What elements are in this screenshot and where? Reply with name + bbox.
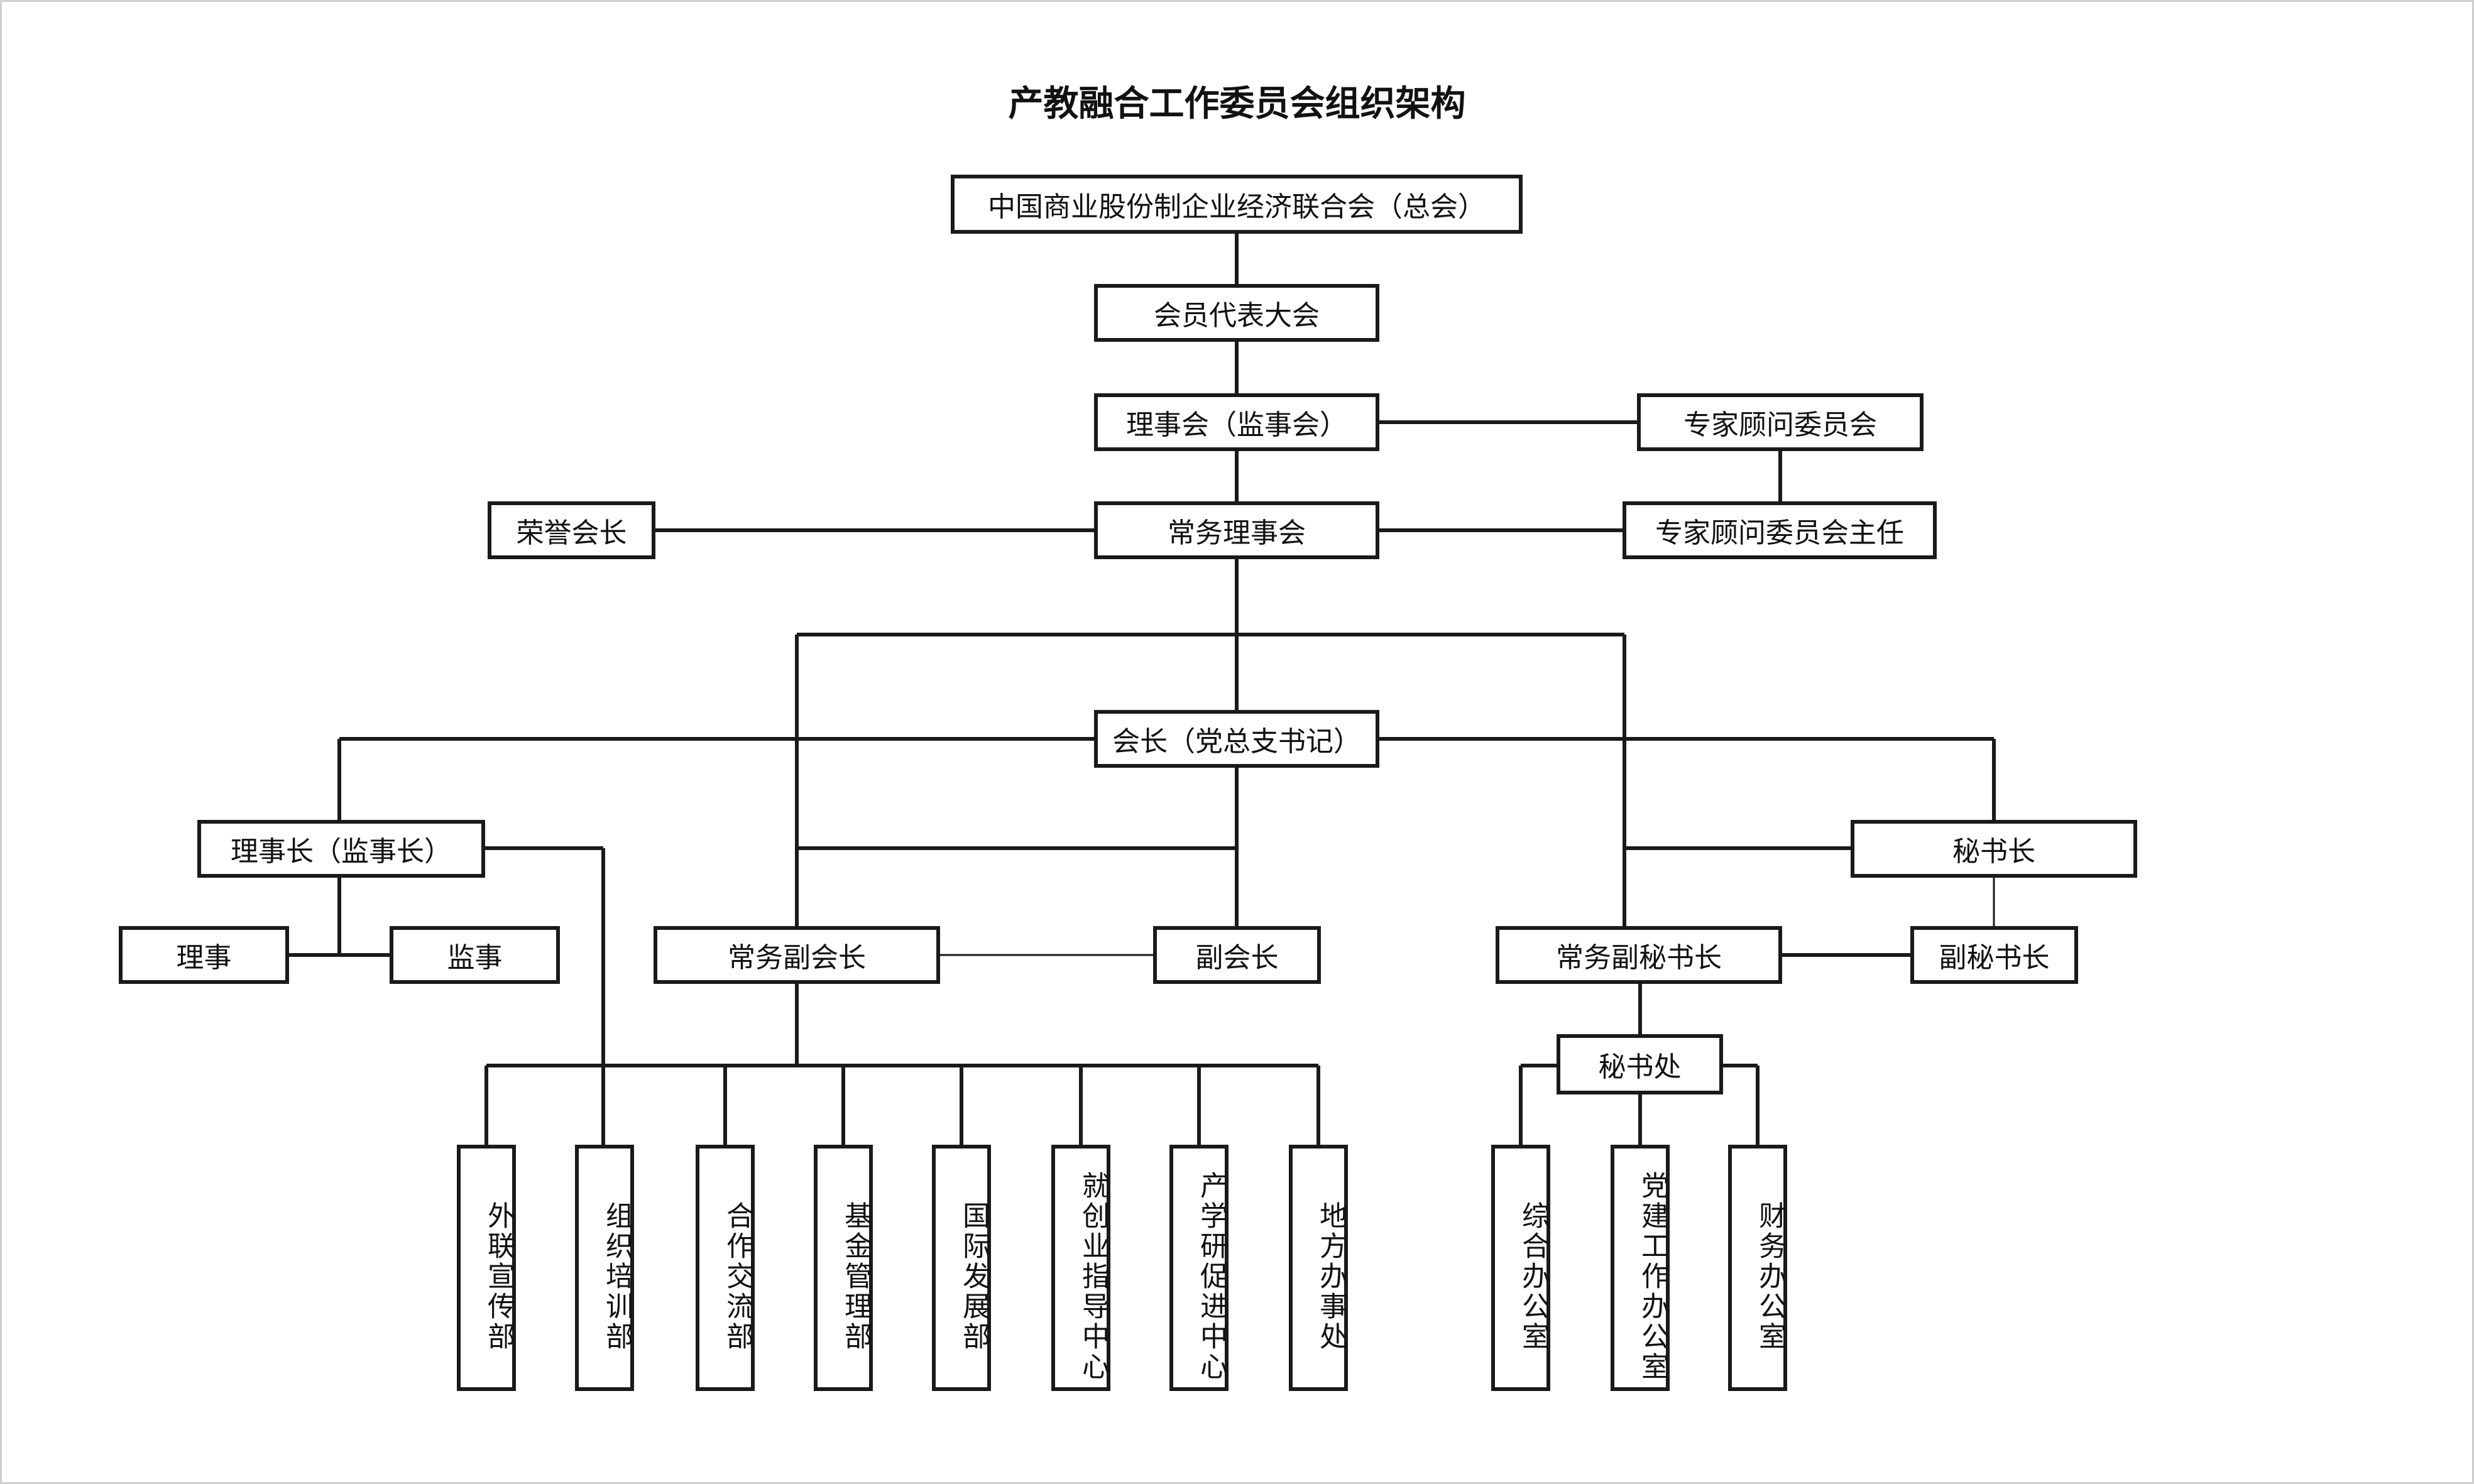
node-supervisor: 监事 (390, 926, 560, 984)
node-expert-director: 专家顾问委员会主任 (1623, 501, 1937, 559)
office-party-building: 党建工作办公室 (1611, 1145, 1670, 1391)
office-finance: 财务办公室 (1728, 1145, 1787, 1391)
node-honorary-president: 荣誉会长 (488, 501, 655, 559)
node-member-congress: 会员代表大会 (1094, 284, 1379, 342)
dept-local-offices: 地方办事处 (1289, 1145, 1348, 1391)
node-headquarters: 中国商业股份制企业经济联合会（总会） (951, 175, 1523, 234)
node-council: 理事会（监事会） (1094, 393, 1379, 451)
node-exec-deputy-secretary: 常务副秘书长 (1496, 926, 1782, 984)
node-deputy-secretary: 副秘书长 (1910, 926, 2078, 984)
node-secretariat: 秘书处 (1557, 1034, 1723, 1094)
node-vice-president: 副会长 (1153, 926, 1321, 984)
node-expert-committee: 专家顾问委员会 (1637, 393, 1924, 451)
dept-liaison-publicity: 外联宣传部 (457, 1145, 516, 1391)
dept-international-development: 国际发展部 (932, 1145, 991, 1391)
node-secretary-general: 秘书长 (1851, 820, 2137, 878)
dept-fund-management: 基金管理部 (814, 1145, 873, 1391)
dept-organization-training: 组织培训部 (575, 1145, 634, 1391)
node-exec-vice-president: 常务副会长 (654, 926, 940, 984)
node-director: 理事 (119, 926, 289, 984)
office-general: 综合办公室 (1491, 1145, 1550, 1391)
node-standing-council: 常务理事会 (1094, 501, 1379, 559)
dept-cooperation-exchange: 合作交流部 (696, 1145, 755, 1391)
diagram-title: 产教融合工作委员会组织架构 (1008, 84, 1466, 124)
node-president: 会长（党总支书记） (1094, 710, 1379, 768)
dept-industry-research: 产学研促进中心 (1169, 1145, 1229, 1391)
node-chairman: 理事长（监事长） (197, 820, 485, 878)
dept-employment-guidance: 就创业指导中心 (1051, 1145, 1110, 1391)
